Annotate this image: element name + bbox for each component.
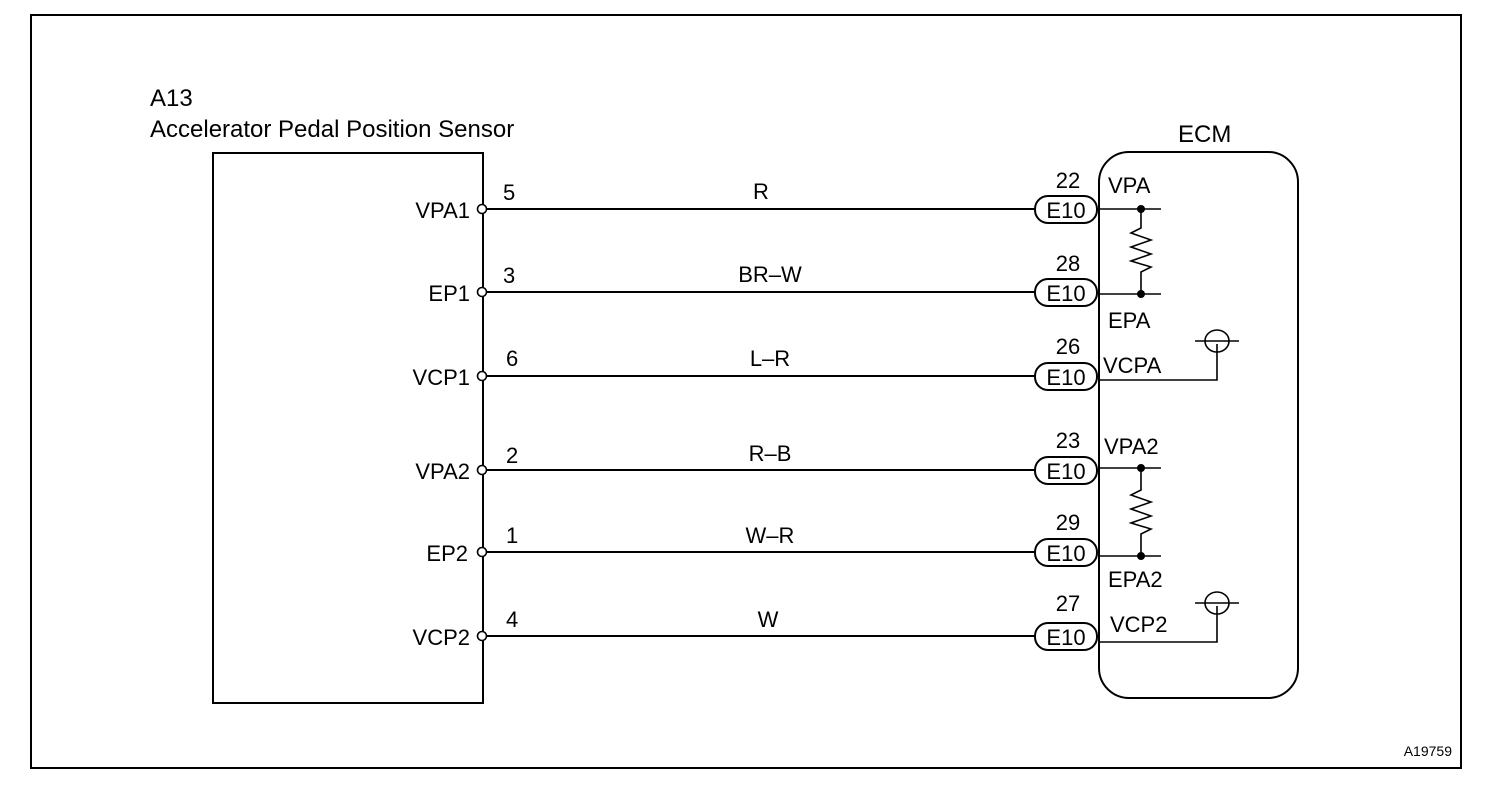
ecm-label: ECM: [1178, 121, 1231, 148]
ecm-pin-number: 23: [1056, 428, 1080, 453]
wire-row: VCP1 6 L–R 26 E10: [413, 334, 1098, 391]
wire-color-label: BR–W: [738, 262, 802, 287]
sensor-pin-number: 3: [503, 263, 515, 288]
ecm-internal-circuit-3: VPA2 EPA2: [1099, 434, 1163, 592]
terminal-circle: [476, 546, 488, 558]
connector-label: E10: [1046, 365, 1085, 390]
ecm-terminal-label: EPA2: [1108, 567, 1163, 592]
terminal-circle: [476, 370, 488, 382]
ecm-internal-circuit-1: VPA EPA: [1099, 173, 1161, 333]
wire-color-label: R: [753, 179, 769, 204]
connector-badge: [1034, 362, 1098, 391]
ecm-pin-number: 26: [1056, 334, 1080, 359]
connector-label: E10: [1046, 281, 1085, 306]
sensor-box: [212, 152, 484, 704]
wire-color-label: W–R: [746, 523, 795, 548]
sensor-pin-number: 4: [506, 607, 518, 632]
sensor-code: A13: [150, 85, 193, 112]
ecm-terminal-label: EPA: [1108, 308, 1151, 333]
diagram-frame: [30, 14, 1462, 769]
connector-label: E10: [1046, 459, 1085, 484]
ecm-terminal-label: VCPA: [1103, 353, 1162, 378]
sensor-pin-number: 5: [503, 180, 515, 205]
wire-color-label: L–R: [750, 346, 790, 371]
wire-row: VCP2 4 W 27 E10: [413, 591, 1098, 651]
wire-row: EP2 1 W–R 29 E10: [426, 510, 1098, 567]
ecm-terminal-label: VPA: [1108, 173, 1151, 198]
sensor-pin-number: 1: [506, 523, 518, 548]
sensor-pin-number: 6: [506, 346, 518, 371]
ecm-box: [1098, 151, 1299, 699]
connector-badge: [1034, 278, 1098, 307]
wire-color-label: W: [758, 607, 779, 632]
ecm-terminal-label: VPA2: [1104, 434, 1159, 459]
wire-row: EP1 3 BR–W 28 E10: [428, 251, 1098, 307]
ecm-pin-number: 28: [1056, 251, 1080, 276]
ecm-pin-number: 29: [1056, 510, 1080, 535]
sensor-terminal-label: VPA2: [415, 459, 470, 484]
terminal-circle: [476, 630, 488, 642]
wire-row: VPA1 5 R 22 E10: [415, 168, 1098, 224]
resistor-icon: [1128, 209, 1154, 294]
connector-badge: [1034, 538, 1098, 567]
connector-badge: [1034, 622, 1098, 651]
sensor-name: Accelerator Pedal Position Sensor: [150, 116, 514, 143]
ecm-terminal-label: VCP2: [1110, 612, 1167, 637]
figure-id: A19759: [1404, 743, 1452, 759]
terminal-circle: [476, 464, 488, 476]
ecm-pin-number: 27: [1056, 591, 1080, 616]
sensor-terminal-label: EP2: [426, 541, 468, 566]
wire-color-label: R–B: [749, 441, 792, 466]
resistor-icon: [1128, 468, 1154, 556]
ecm-internal-circuit-4: VCP2: [1099, 591, 1239, 643]
connector-label: E10: [1046, 625, 1085, 650]
sensor-terminal-label: VPA1: [415, 198, 470, 223]
sensor-terminal-label: EP1: [428, 281, 470, 306]
wire-row: VPA2 2 R–B 23 E10: [415, 428, 1098, 485]
connector-label: E10: [1046, 198, 1085, 223]
sensor-terminal-label: VCP1: [413, 365, 470, 390]
ecm-internal-line: [1099, 606, 1218, 643]
connector-badge: [1034, 195, 1098, 224]
sensor-pin-number: 2: [506, 443, 518, 468]
connector-label: E10: [1046, 541, 1085, 566]
ecm-pin-number: 22: [1056, 168, 1080, 193]
terminal-circle: [476, 203, 488, 215]
ecm-internal-line: [1099, 344, 1218, 381]
wire-rows: VPA1 5 R 22 E10 EP1 3 BR–W 28 E10 VCP1 6…: [413, 168, 1098, 651]
terminal-circle: [476, 286, 488, 298]
ecm-internal-circuit-2: VCPA: [1099, 329, 1239, 381]
sensor-terminal-label: VCP2: [413, 625, 470, 650]
connector-badge: [1034, 456, 1098, 485]
